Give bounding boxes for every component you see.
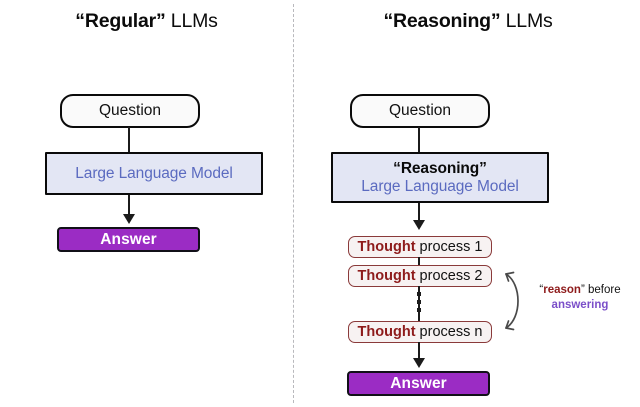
thought-rest-1: process 1 <box>415 238 483 255</box>
connector-thought2-to-thoughtn <box>418 286 421 322</box>
column-divider <box>293 4 294 403</box>
right-column-title: “Reasoning” LLMs <box>296 10 640 33</box>
thought-process-box-2: Thought process 2 <box>348 265 492 287</box>
right-connector-llm-to-thought1 <box>418 203 421 223</box>
left-llm-label: Large Language Model <box>75 164 233 182</box>
annotation-answering: answering <box>551 299 609 312</box>
right-llm-quoted-label: “Reasoning” <box>393 160 487 178</box>
left-question-box: Question <box>60 94 200 128</box>
left-llm-box: Large Language Model <box>45 152 263 195</box>
right-question-label: Question <box>388 102 452 120</box>
annotation-line-1: “reason” before <box>524 283 636 298</box>
vertical-ellipsis-icon <box>417 292 421 312</box>
thought-process-box-n: Thought process n <box>348 321 492 343</box>
right-question-box: Question <box>350 94 490 128</box>
right-llm-box: “Reasoning” Large Language Model <box>331 152 549 203</box>
right-arrowhead-to-thought1 <box>412 220 425 230</box>
left-column-title: “Regular” LLMs <box>0 10 293 33</box>
right-arrowhead-to-answer <box>412 358 425 368</box>
thought-tag-n: Thought <box>357 323 416 340</box>
annotation-open-quote: “ <box>539 284 544 296</box>
right-connector-question-to-llm <box>418 127 421 153</box>
left-answer-label: Answer <box>100 230 157 248</box>
right-answer-box: Answer <box>347 371 490 396</box>
left-connector-question-to-llm <box>128 127 131 153</box>
right-title-suffix: LLMs <box>500 10 553 32</box>
left-title-suffix: LLMs <box>165 10 218 32</box>
left-question-label: Question <box>98 102 162 120</box>
thought-rest-n: process n <box>415 323 483 340</box>
left-connector-llm-to-answer <box>128 195 131 217</box>
thought-tag-1: Thought <box>357 238 416 255</box>
left-title-quoted: “Regular” <box>75 10 166 32</box>
annotation-reason: reason <box>543 284 581 296</box>
right-title-quoted: “Reasoning” <box>383 10 501 32</box>
loop-brace-arrow-icon <box>505 271 519 331</box>
connector-thoughtn-to-answer <box>418 342 421 361</box>
left-arrowhead-to-answer <box>122 214 135 224</box>
thought-rest-2: process 2 <box>415 267 483 284</box>
thought-process-box-1: Thought process 1 <box>348 236 492 258</box>
reason-before-answering-annotation: “reason” before answering <box>524 283 636 313</box>
right-llm-label: Large Language Model <box>361 177 519 195</box>
thought-tag-2: Thought <box>357 267 416 284</box>
connector-thought1-to-thought2 <box>418 257 421 266</box>
right-answer-label: Answer <box>390 374 447 392</box>
left-answer-box: Answer <box>57 227 200 252</box>
annotation-line-2: answering <box>524 298 636 313</box>
annotation-close-quote: ” <box>580 284 585 296</box>
annotation-before: before <box>584 284 621 296</box>
